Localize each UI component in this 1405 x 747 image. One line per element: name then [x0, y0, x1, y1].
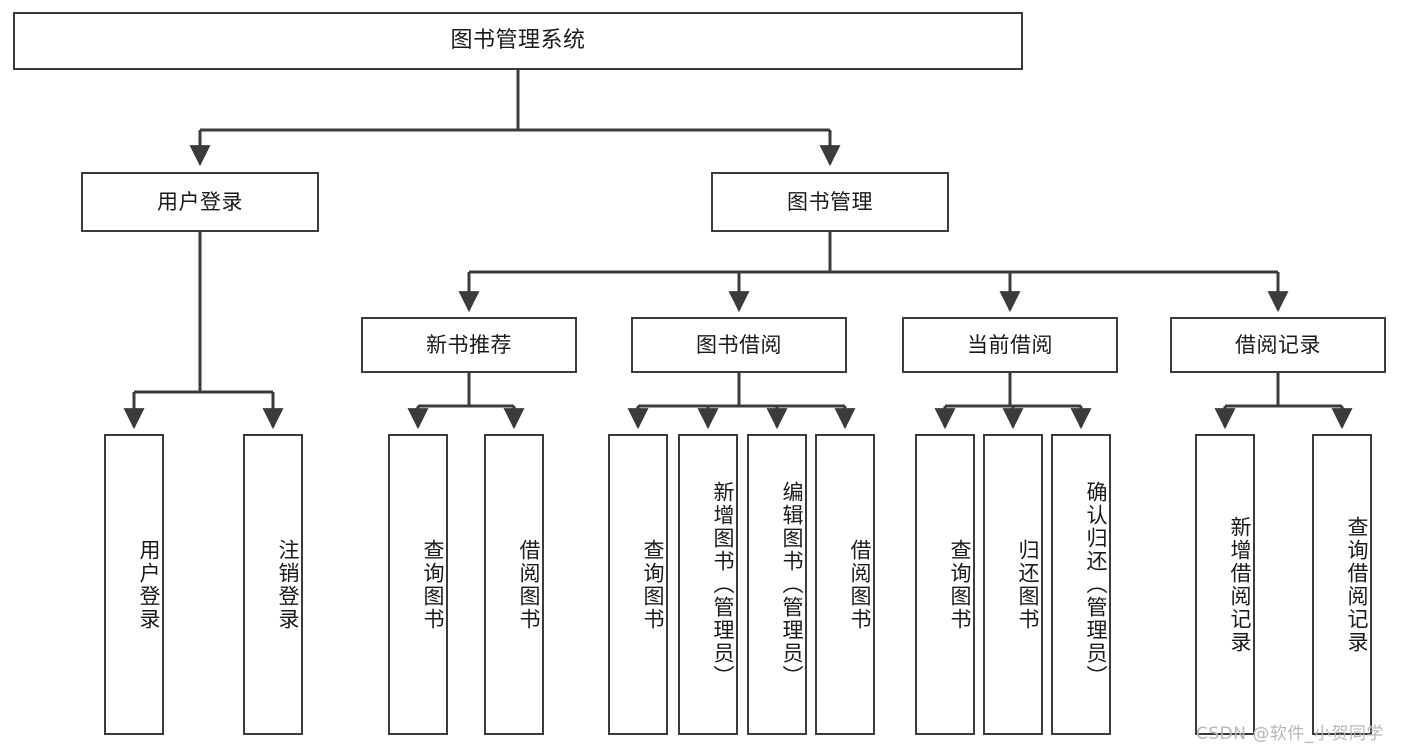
node-label: 查询图书 [948, 538, 972, 631]
leaf-borrow-book-newbook[interactable]: 借阅图书 [484, 434, 544, 735]
node-label: 查询借阅记录 [1345, 515, 1369, 654]
leaf-query-book-borrow[interactable]: 查询图书 [608, 434, 668, 735]
node-label: 新书推荐 [426, 332, 512, 357]
node-book-management[interactable]: 图书管理 [711, 172, 949, 232]
node-label: 当前借阅 [967, 332, 1053, 357]
node-label: 用户登录 [157, 189, 243, 214]
node-label: 借阅图书 [848, 538, 872, 631]
leaf-query-borrow-record[interactable]: 查询借阅记录 [1312, 434, 1372, 735]
leaf-user-login[interactable]: 用户登录 [104, 434, 164, 735]
node-label: 用户登录 [137, 538, 161, 631]
leaf-edit-book-admin[interactable]: 编辑图书（管理员） [747, 434, 807, 735]
leaf-borrow-book[interactable]: 借阅图书 [815, 434, 875, 735]
leaf-confirm-return-admin[interactable]: 确认归还（管理员） [1051, 434, 1111, 735]
node-label: 借阅图书 [517, 538, 541, 631]
watermark: CSDN @软件_小贺同学 [1196, 724, 1384, 744]
node-root[interactable]: 图书管理系统 [13, 12, 1023, 70]
node-label: 借阅记录 [1235, 332, 1321, 357]
node-new-book-recommend[interactable]: 新书推荐 [361, 317, 577, 373]
node-label: 新增图书（管理员） [711, 481, 735, 688]
node-label: 新增借阅记录 [1228, 515, 1252, 654]
node-label: 编辑图书（管理员） [780, 481, 804, 688]
node-label: 查询图书 [641, 538, 665, 631]
leaf-add-borrow-record[interactable]: 新增借阅记录 [1195, 434, 1255, 735]
node-label: 确认归还（管理员） [1084, 481, 1108, 688]
node-current-borrow[interactable]: 当前借阅 [902, 317, 1118, 373]
leaf-add-book-admin[interactable]: 新增图书（管理员） [678, 434, 738, 735]
node-label: 图书管理 [787, 189, 873, 214]
node-user-login[interactable]: 用户登录 [81, 172, 319, 232]
leaf-query-book-newbook[interactable]: 查询图书 [388, 434, 448, 735]
node-label: 归还图书 [1016, 538, 1040, 631]
node-label: 注销登录 [276, 538, 300, 631]
node-book-borrow[interactable]: 图书借阅 [631, 317, 847, 373]
leaf-return-book[interactable]: 归还图书 [983, 434, 1043, 735]
node-label: 查询图书 [421, 538, 445, 631]
node-borrow-records[interactable]: 借阅记录 [1170, 317, 1386, 373]
leaf-query-book-current[interactable]: 查询图书 [915, 434, 975, 735]
node-label: 图书管理系统 [450, 28, 586, 54]
leaf-logout[interactable]: 注销登录 [243, 434, 303, 735]
node-label: 图书借阅 [696, 332, 782, 357]
